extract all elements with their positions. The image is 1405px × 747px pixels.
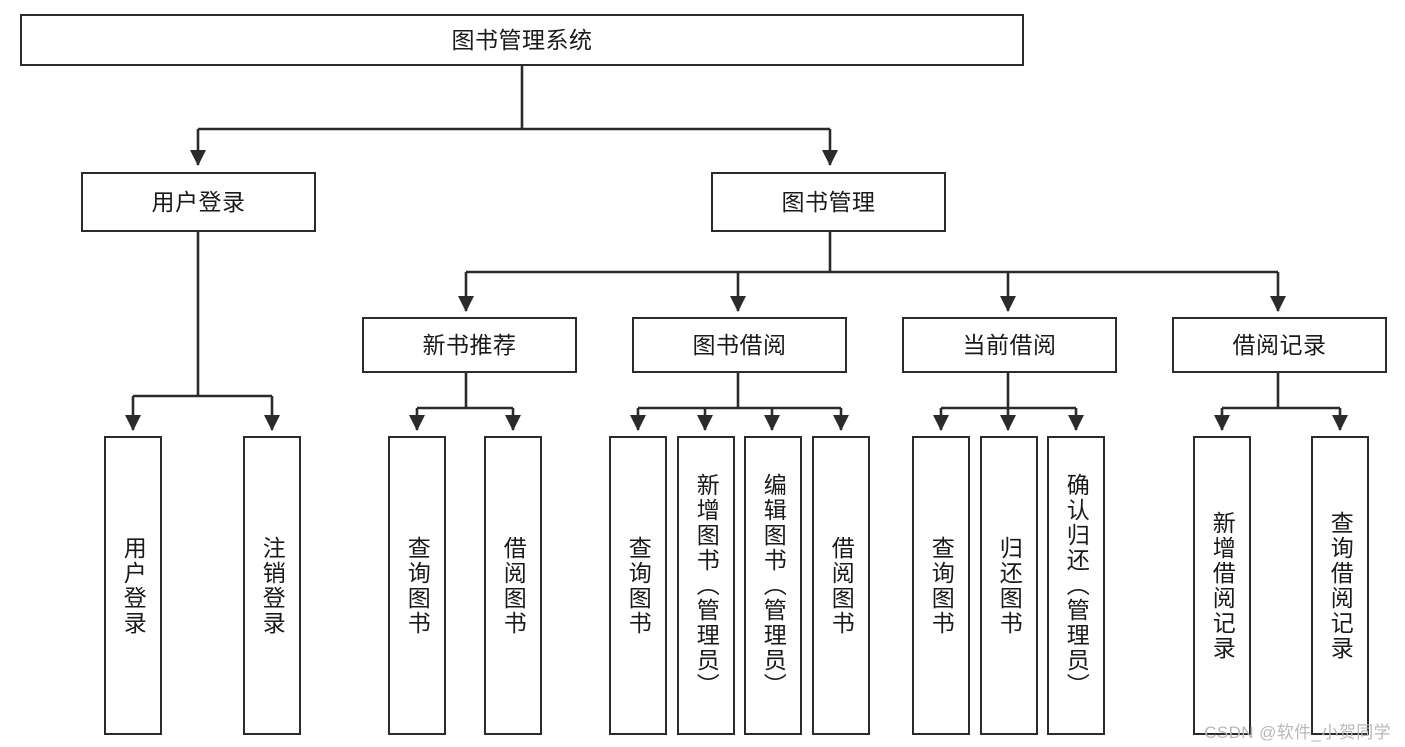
- leaf-borrow-book-1[interactable]: 借阅图书: [484, 436, 542, 735]
- node-user-login-label: 用户登录: [151, 188, 246, 215]
- node-book-borrow[interactable]: 图书借阅: [632, 317, 847, 373]
- leaf-add-record-label: 新增借阅记录: [1209, 510, 1236, 661]
- node-root[interactable]: 图书管理系统: [20, 14, 1024, 66]
- leaf-query-book-3-label: 查询图书: [928, 535, 955, 636]
- watermark: CSDN @软件_小贺同学: [1204, 723, 1391, 742]
- leaf-query-book-2[interactable]: 查询图书: [609, 436, 667, 735]
- leaf-edit-book-label: 编辑图书（管理员）: [760, 473, 787, 698]
- node-new-book-recommend[interactable]: 新书推荐: [362, 317, 577, 373]
- node-book-manage-label: 图书管理: [781, 188, 876, 215]
- node-book-borrow-label: 图书借阅: [692, 331, 787, 358]
- node-root-label: 图书管理系统: [451, 26, 593, 53]
- node-borrow-record-label: 借阅记录: [1232, 331, 1327, 358]
- leaf-borrow-book-2-label: 借阅图书: [828, 535, 855, 636]
- node-current-borrow[interactable]: 当前借阅: [902, 317, 1117, 373]
- node-borrow-record[interactable]: 借阅记录: [1172, 317, 1387, 373]
- leaf-return-book-label: 归还图书: [996, 535, 1023, 636]
- leaf-query-record[interactable]: 查询借阅记录: [1311, 436, 1369, 735]
- leaf-logout-login-label: 注销登录: [259, 535, 286, 636]
- leaf-add-book[interactable]: 新增图书（管理员）: [677, 436, 735, 735]
- leaf-user-login-label: 用户登录: [120, 535, 147, 636]
- leaf-return-book[interactable]: 归还图书: [980, 436, 1038, 735]
- leaf-add-book-label: 新增图书（管理员）: [693, 473, 720, 698]
- leaf-confirm-return[interactable]: 确认归还（管理员）: [1047, 436, 1105, 735]
- node-new-book-recommend-label: 新书推荐: [422, 331, 517, 358]
- leaf-borrow-book-1-label: 借阅图书: [500, 535, 527, 636]
- leaf-user-login[interactable]: 用户登录: [104, 436, 162, 735]
- leaf-edit-book[interactable]: 编辑图书（管理员）: [744, 436, 802, 735]
- leaf-query-book-2-label: 查询图书: [625, 535, 652, 636]
- leaf-query-book-1[interactable]: 查询图书: [388, 436, 446, 735]
- node-current-borrow-label: 当前借阅: [962, 331, 1057, 358]
- leaf-borrow-book-2[interactable]: 借阅图书: [812, 436, 870, 735]
- leaf-confirm-return-label: 确认归还（管理员）: [1063, 473, 1090, 698]
- leaf-query-book-3[interactable]: 查询图书: [912, 436, 970, 735]
- leaf-add-record[interactable]: 新增借阅记录: [1193, 436, 1251, 735]
- node-book-manage[interactable]: 图书管理: [711, 172, 946, 232]
- leaf-query-record-label: 查询借阅记录: [1327, 510, 1354, 661]
- leaf-query-book-1-label: 查询图书: [404, 535, 431, 636]
- node-user-login[interactable]: 用户登录: [81, 172, 316, 232]
- leaf-logout-login[interactable]: 注销登录: [243, 436, 301, 735]
